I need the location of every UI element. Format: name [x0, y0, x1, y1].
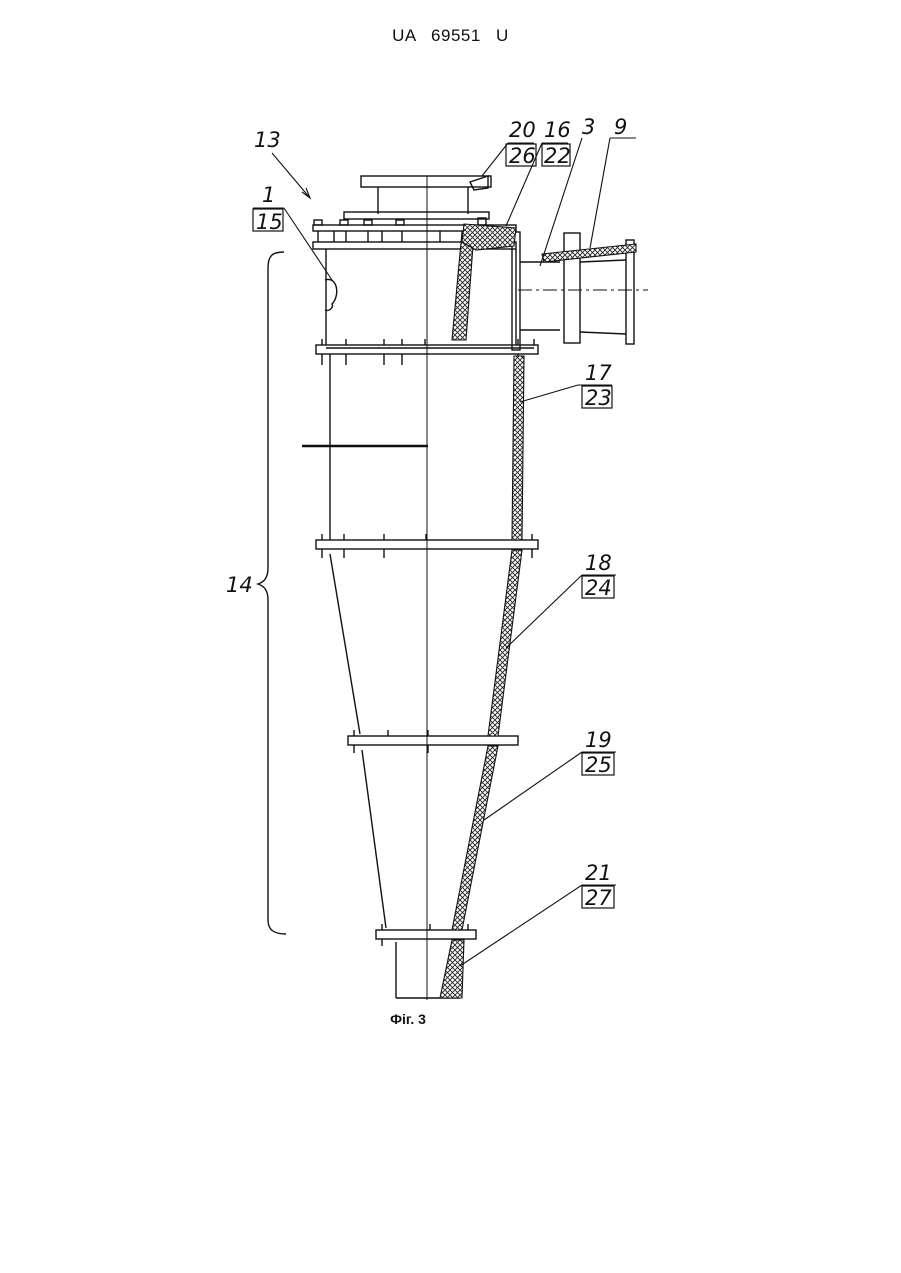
label-27: 27	[585, 886, 612, 910]
spigot-lining	[440, 940, 464, 998]
label-15: 15	[256, 210, 283, 234]
label-17: 17	[585, 361, 612, 385]
label-9: 9	[614, 115, 627, 139]
leader-1-15	[284, 208, 332, 280]
cone-lining-lower	[452, 746, 498, 930]
label-21: 21	[585, 861, 612, 885]
leader-17-23	[520, 385, 578, 402]
label-20: 20	[509, 118, 536, 142]
label-14: 14	[226, 573, 253, 597]
label-19: 19	[585, 728, 612, 752]
cover-lining	[462, 224, 516, 250]
label-18: 18	[585, 551, 612, 575]
leader-21-27	[460, 885, 582, 966]
figure-caption: Фіг. 3	[383, 1011, 433, 1027]
leader-9	[590, 138, 610, 248]
label-16: 16	[544, 118, 571, 142]
cylinder-section-middle	[302, 354, 538, 558]
leader-19-25	[484, 752, 582, 820]
label-3: 3	[582, 115, 595, 139]
vortex-finder-lining	[452, 232, 474, 340]
leader-20-26	[482, 143, 508, 176]
label-26: 26	[509, 144, 536, 168]
outlet-pipe	[344, 176, 491, 219]
label-25: 25	[585, 753, 612, 777]
inlet-lining	[542, 244, 636, 262]
label-23: 23	[585, 386, 612, 410]
label-1: 1	[262, 183, 275, 207]
leader-13	[272, 153, 310, 198]
cone-lining-upper	[488, 550, 522, 736]
cylinder-lining	[512, 356, 524, 540]
bracket-14	[258, 252, 286, 934]
label-13: 13	[254, 128, 281, 152]
label-22: 22	[544, 144, 571, 168]
label-24: 24	[585, 576, 612, 600]
